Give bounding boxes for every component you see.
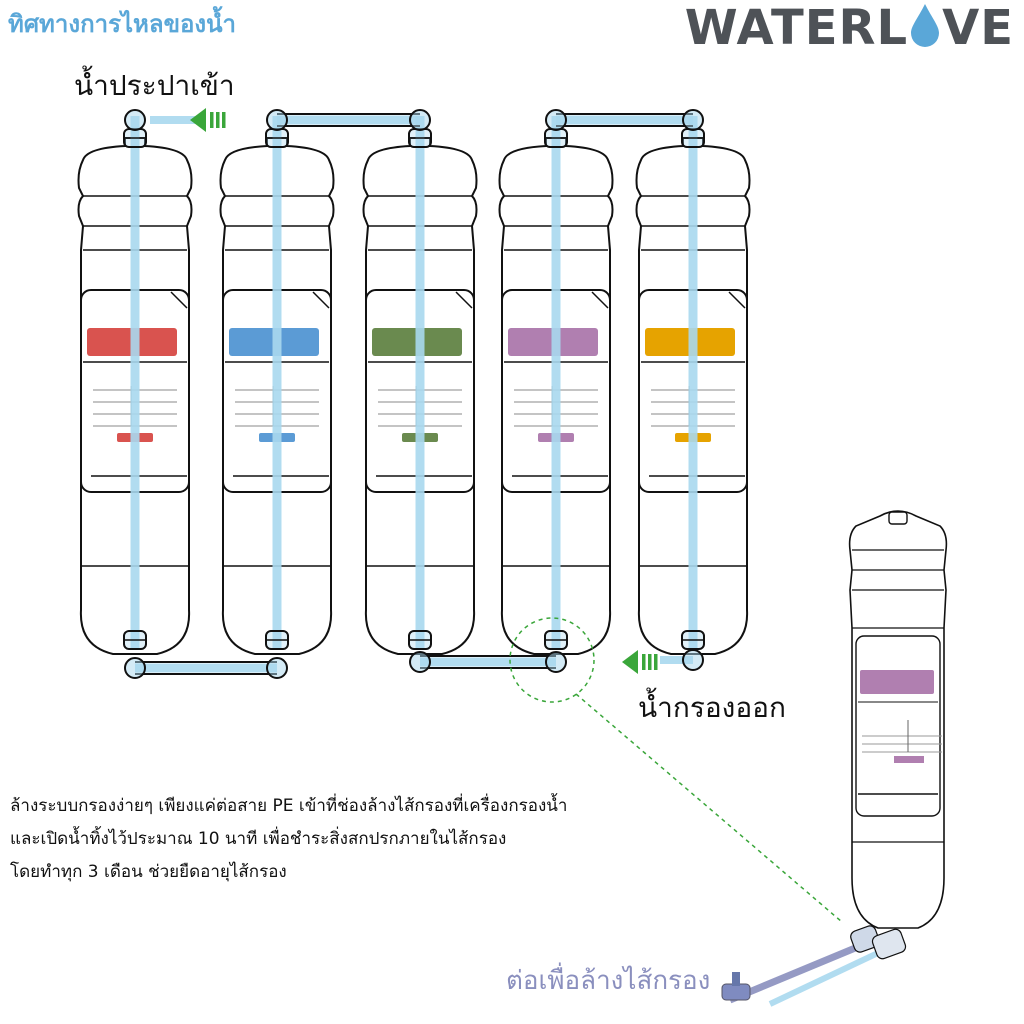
filter-cartridge <box>77 116 193 655</box>
flush-valve <box>721 983 751 1001</box>
arrow-left-icon <box>622 650 658 674</box>
panel-fold <box>728 291 746 309</box>
elbow-fitting <box>124 109 146 131</box>
panel-fold <box>591 291 609 309</box>
elbow-fitting <box>124 657 146 679</box>
flush-tube <box>768 949 882 1007</box>
description-line: ล้างระบบกรองง่ายๆ เพียงแค่ต่อสาย PE เข้า… <box>10 796 568 816</box>
inlet-label: น้ำประปาเข้า <box>74 69 235 102</box>
arrow-left-icon <box>190 108 226 132</box>
elbow-fitting <box>266 109 288 131</box>
panel-fold <box>455 291 473 309</box>
description-line: โดยทำทุก 3 เดือน ช่วยยืดอายุไส้กรอง <box>10 862 287 882</box>
flush-fitting <box>850 925 880 953</box>
elbow-fitting <box>409 651 431 673</box>
flush-fitting <box>871 928 907 960</box>
brand-prefix: WATERL <box>684 0 909 56</box>
brand-suffix: VE <box>942 0 1014 56</box>
outlet-label: น้ำกรองออก <box>638 691 786 724</box>
page-title: ทิศทางการไหลของน้ำ <box>8 10 236 38</box>
description: ล้างระบบกรองง่ายๆ เพียงแค่ต่อสาย PE เข้า… <box>10 790 567 889</box>
filter-cartridge <box>635 116 751 655</box>
filter-cartridge <box>219 116 335 655</box>
filter-cartridge <box>362 116 478 655</box>
valve-handle <box>732 972 740 986</box>
description-line: และเปิดน้ำทิ้งไว้ประมาณ 10 นาที เพื่อชำร… <box>10 829 507 849</box>
panel-fold <box>170 291 188 309</box>
callout-leader <box>575 693 843 923</box>
filter-label-panel <box>855 635 941 817</box>
flush-port-label: ต่อเพื่อล้างไส้กรอง <box>506 966 711 996</box>
panel-fold <box>312 291 330 309</box>
flush-tube <box>728 942 862 1004</box>
housing-cap <box>888 511 908 525</box>
brand-logo: WATERL VE <box>685 0 1014 56</box>
filter-color-band <box>860 670 934 694</box>
elbow-fitting <box>545 651 567 673</box>
elbow-fitting <box>266 657 288 679</box>
filter-color-tag <box>894 756 924 763</box>
filter-cartridge <box>498 116 614 655</box>
elbow-fitting <box>545 109 567 131</box>
elbow-fitting <box>682 649 704 671</box>
callout-circle <box>509 617 595 703</box>
water-drop-icon <box>911 4 940 47</box>
elbow-fitting <box>682 109 704 131</box>
elbow-fitting <box>409 109 431 131</box>
detail-cartridge <box>721 510 948 1007</box>
